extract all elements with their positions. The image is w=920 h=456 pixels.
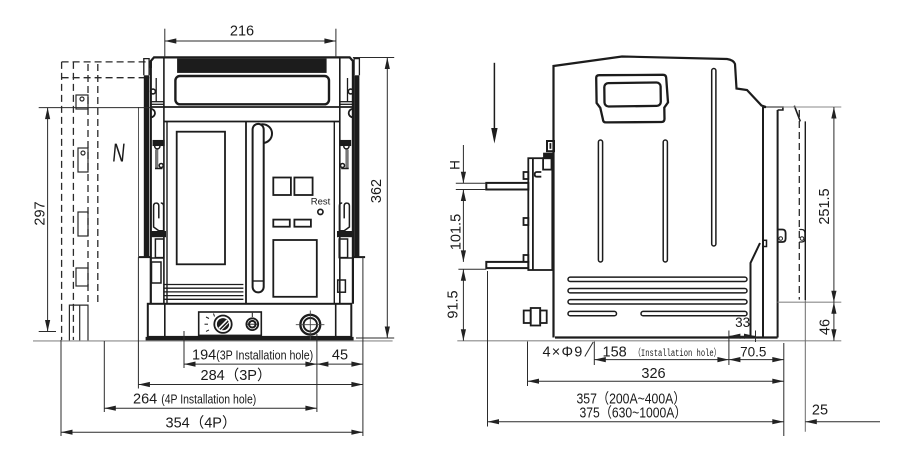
svg-text:46: 46 — [817, 319, 833, 335]
svg-text:Rest: Rest — [311, 197, 331, 208]
svg-text:216: 216 — [230, 24, 254, 40]
svg-text:297: 297 — [33, 201, 49, 225]
svg-text:264 (4P Installation hole): 264 (4P Installation hole) — [133, 391, 256, 407]
svg-text:326: 326 — [641, 366, 665, 382]
svg-text:101.5: 101.5 — [449, 214, 465, 250]
svg-text:4×Φ9: 4×Φ9 — [543, 345, 584, 361]
svg-text:362: 362 — [369, 179, 385, 203]
svg-text:194(3P Installation hole): 194(3P Installation hole) — [192, 348, 313, 364]
svg-text:375（630~1000A）: 375（630~1000A） — [580, 404, 687, 421]
svg-text:91.5: 91.5 — [446, 290, 462, 318]
svg-text:N: N — [111, 138, 127, 167]
svg-text:33: 33 — [735, 315, 750, 330]
svg-text:70.5: 70.5 — [740, 345, 766, 360]
svg-text:25: 25 — [812, 403, 828, 419]
svg-text:H: H — [448, 160, 463, 170]
svg-text:（Installation hole）: （Installation hole） — [634, 347, 721, 360]
svg-text:45: 45 — [332, 348, 348, 364]
svg-text:284（3P）: 284（3P） — [201, 367, 272, 384]
svg-text:354（4P）: 354（4P） — [166, 414, 237, 431]
svg-text:251.5: 251.5 — [817, 188, 833, 224]
svg-text:158: 158 — [603, 345, 627, 361]
svg-text:357（200A~400A）: 357（200A~400A） — [577, 390, 686, 407]
